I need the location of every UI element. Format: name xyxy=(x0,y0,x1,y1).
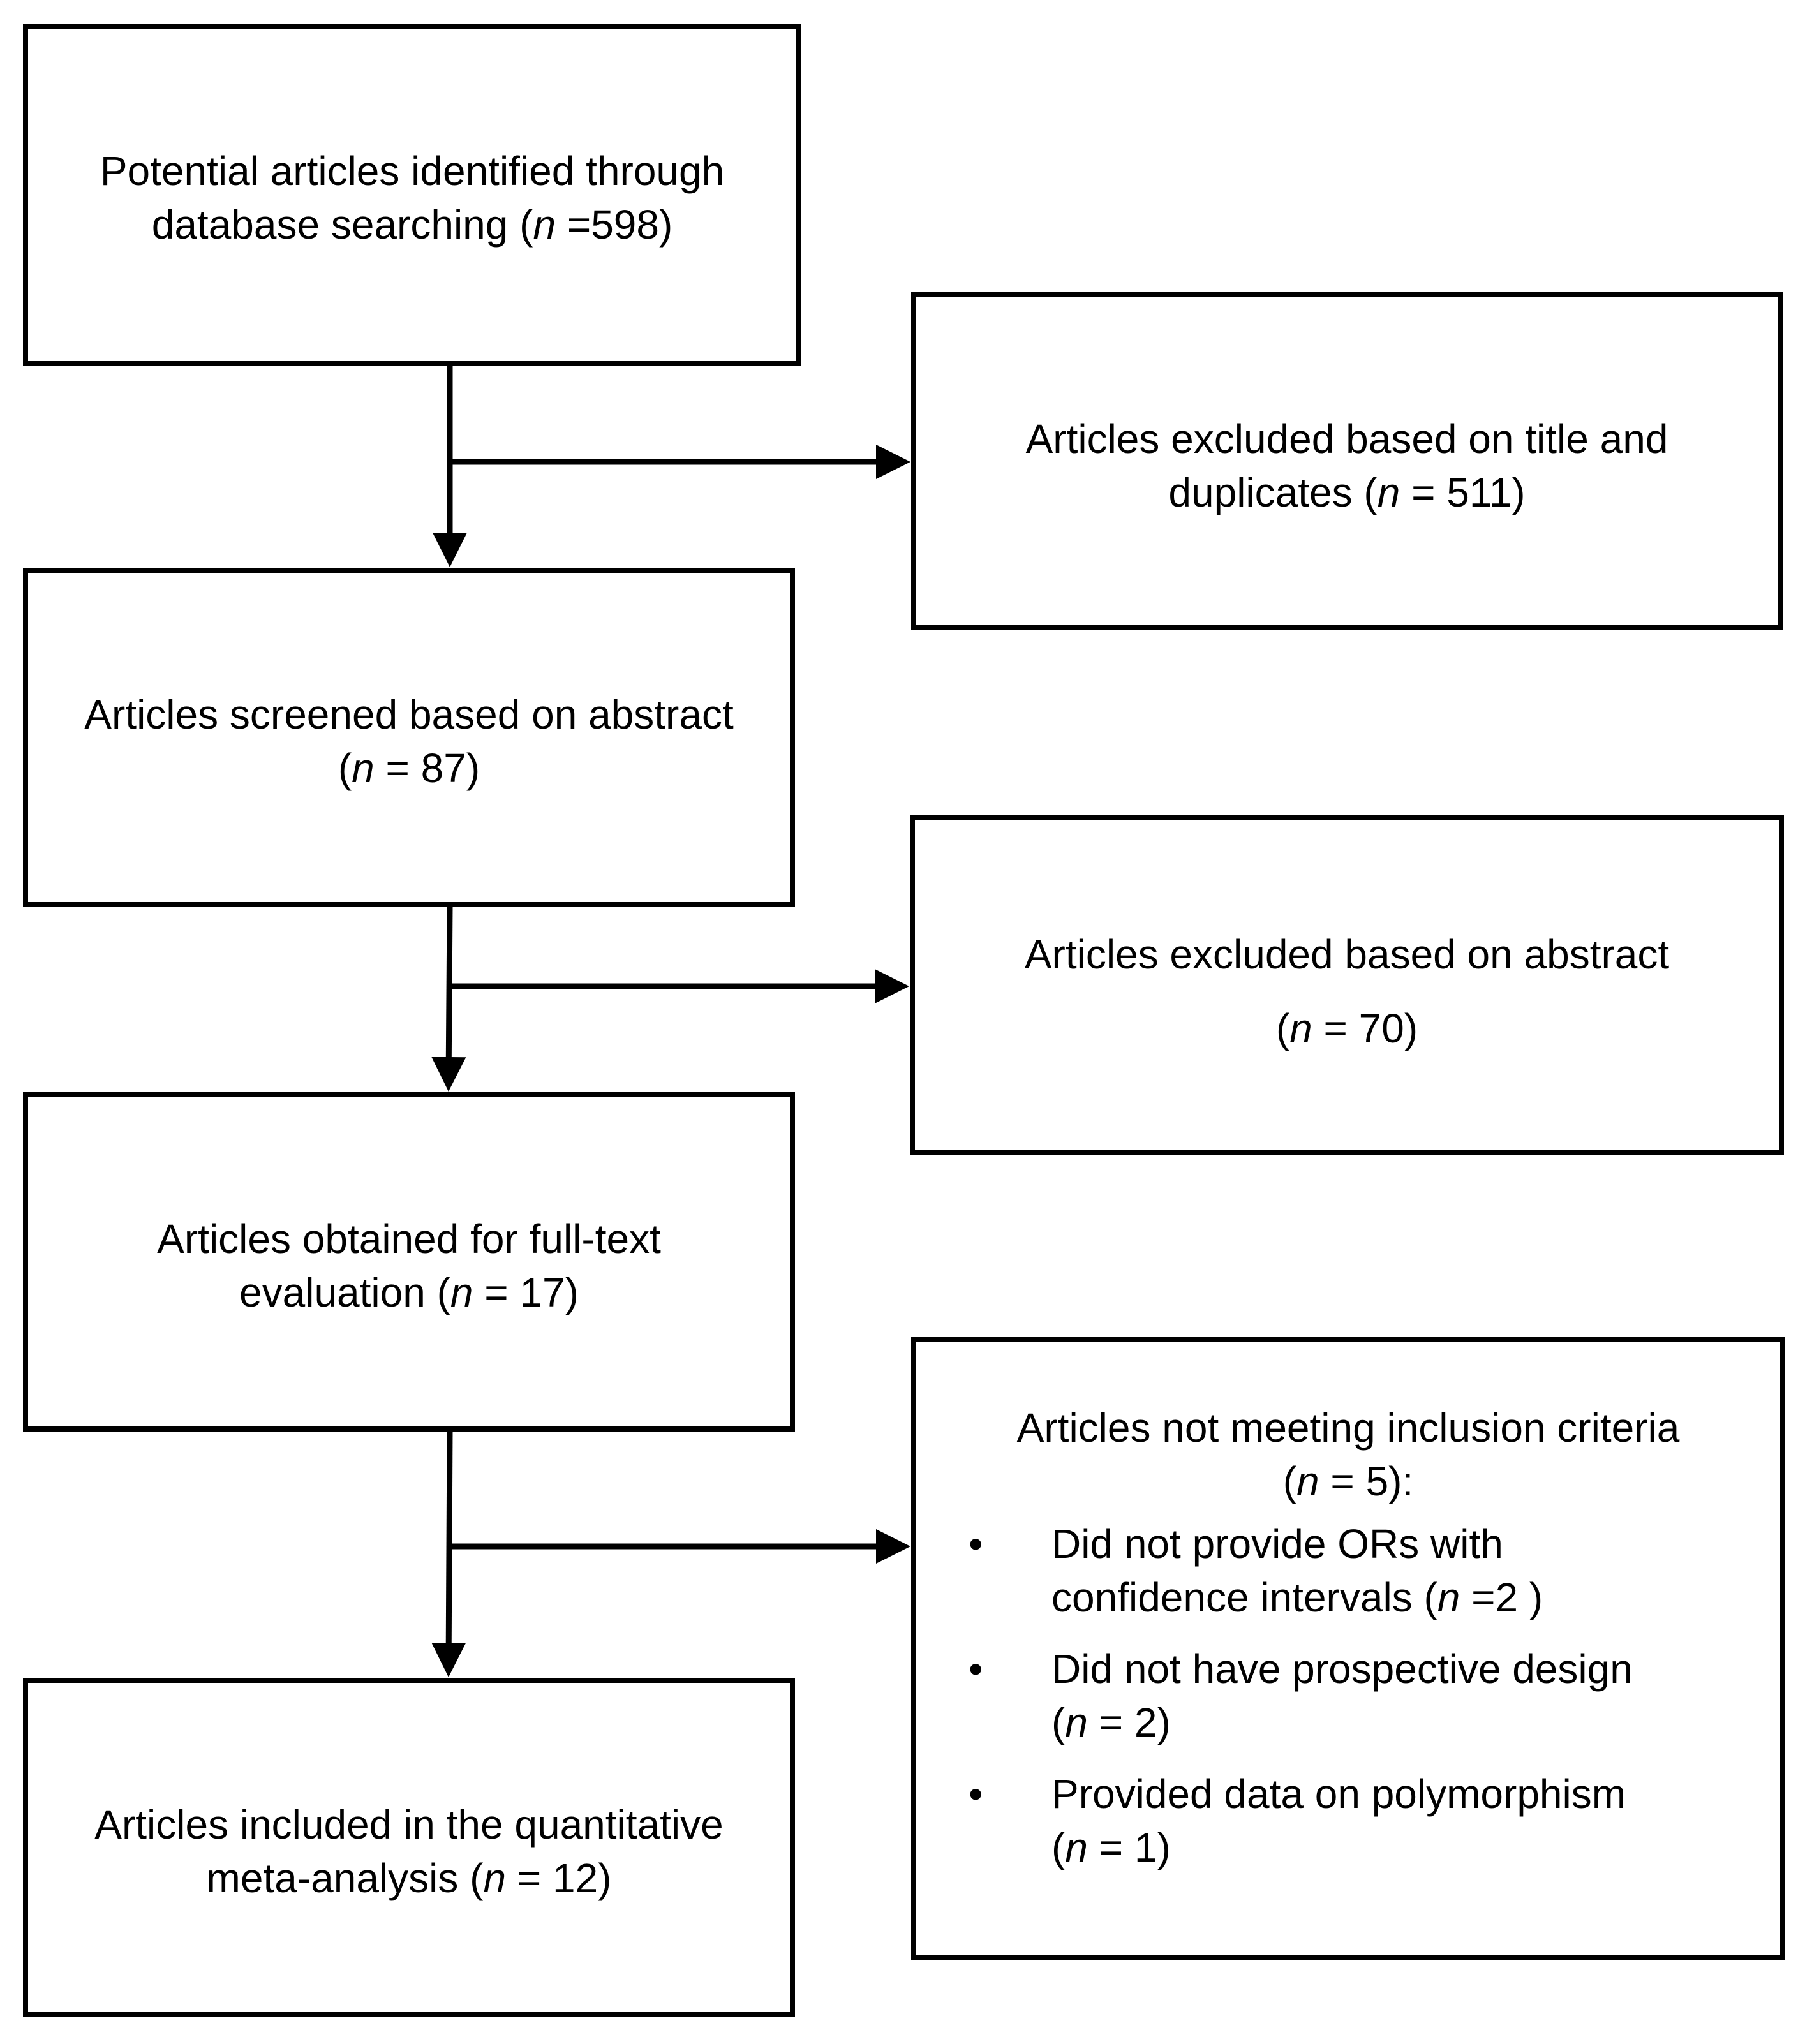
arrow-fulltext-to-included xyxy=(431,1431,466,1677)
fulltext-line1: Articles obtained for full-text xyxy=(157,1216,661,1262)
not-meeting-line1: Articles not meeting inclusion criteria xyxy=(1016,1405,1680,1451)
box-not-meeting-criteria: Articles not meeting inclusion criteria … xyxy=(911,1337,1785,1960)
identified-line1: Potential articles identified through xyxy=(100,148,725,194)
screened-line2: (n = 87) xyxy=(338,745,480,791)
not-meeting-heading: Articles not meeting inclusion criteria … xyxy=(916,1401,1780,1508)
included-line2: meta-analysis (n = 12) xyxy=(206,1855,612,1901)
exclusion-reasons-list: • Did not provide ORs with confidence in… xyxy=(916,1517,1780,1892)
bullet-icon: • xyxy=(969,1646,983,1692)
not-meeting-line2: (n = 5): xyxy=(1282,1458,1414,1504)
box-articles-included: Articles included in the quantitative me… xyxy=(23,1678,795,2017)
reason-line1: Did not have prospective design xyxy=(1051,1646,1633,1692)
identified-line2: database searching (n =598) xyxy=(151,202,673,248)
reason-line1: Provided data on polymorphism xyxy=(1051,1771,1626,1817)
included-line1: Articles included in the quantitative xyxy=(94,1802,724,1848)
excluded-abstract-line2: (n = 70) xyxy=(1275,1005,1418,1051)
box-articles-identified: Potential articles identified through da… xyxy=(23,24,801,366)
list-item: • Did not provide ORs with confidence in… xyxy=(916,1517,1780,1624)
fulltext-line2: evaluation (n = 17) xyxy=(239,1270,579,1315)
box-excluded-title: Articles excluded based on title and dup… xyxy=(911,292,1783,630)
box-excluded-abstract: Articles excluded based on abstract (n =… xyxy=(910,815,1784,1155)
bullet-icon: • xyxy=(969,1521,983,1567)
reason-line2: (n = 1) xyxy=(1051,1825,1171,1870)
box-articles-screened: Articles screened based on abstract (n =… xyxy=(23,568,795,907)
excluded-title-line1: Articles excluded based on title and xyxy=(1025,416,1668,462)
bullet-icon: • xyxy=(969,1771,983,1817)
arrow-screened-to-fulltext xyxy=(431,907,466,1092)
excluded-title-line2: duplicates (n = 511) xyxy=(1168,470,1526,515)
list-item: • Provided data on polymorphism (n = 1) xyxy=(916,1767,1780,1874)
box-articles-fulltext: Articles obtained for full-text evaluati… xyxy=(23,1092,795,1432)
reason-line1: Did not provide ORs with xyxy=(1051,1521,1503,1567)
reason-line2: (n = 2) xyxy=(1051,1700,1171,1745)
excluded-abstract-line1: Articles excluded based on abstract xyxy=(1024,931,1670,977)
reason-line2: confidence intervals (n =2 ) xyxy=(1051,1574,1543,1620)
screened-line1: Articles screened based on abstract xyxy=(84,692,734,737)
list-item: • Did not have prospective design (n = 2… xyxy=(916,1642,1780,1749)
